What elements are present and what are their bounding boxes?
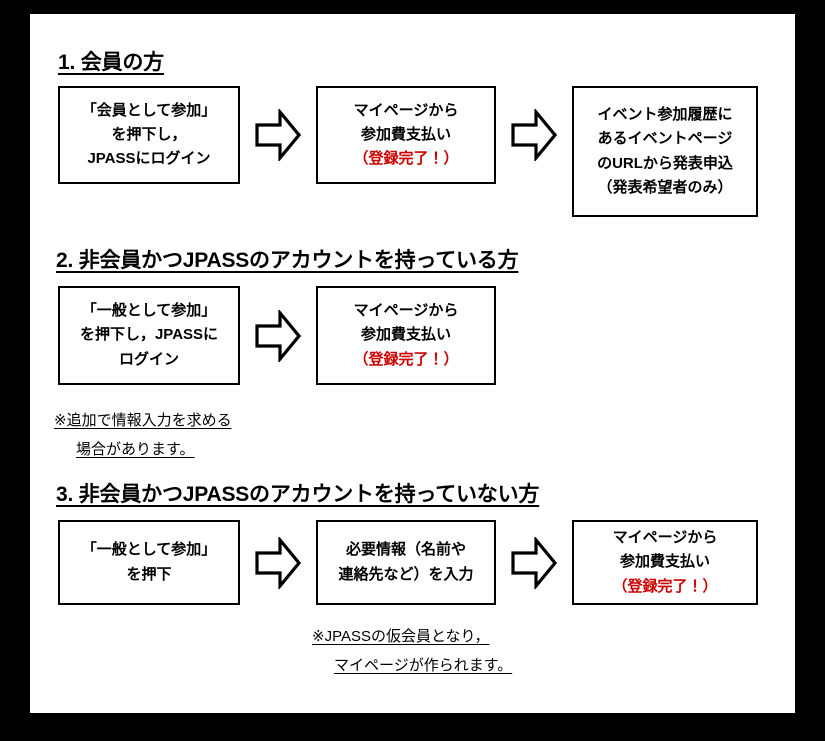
section-3-heading: 3. 非会員かつJPASSのアカウントを持っていない方 (56, 483, 540, 506)
step-line: 参加費支払い (360, 125, 451, 143)
step-line: マイページから (353, 302, 459, 320)
step-line: を押下し， (111, 125, 187, 143)
section-2-heading: 2. 非会員かつJPASSのアカウントを持っている方 (56, 249, 519, 272)
diagram-page: 1. 会員の方 「会員として参加」 を押下し， JPASSにログイン マイページ… (30, 14, 795, 713)
section-3-note: ※JPASSの仮会員となり， マイページが作られます。 (312, 622, 512, 681)
step-line: 必要情報（名前や (345, 541, 466, 559)
section-2-step-2-box[interactable]: マイページから 参加費支払い （登録完了！） (316, 286, 496, 385)
section-3-step-1-box[interactable]: 「一般として参加」 を押下 (58, 520, 240, 605)
step-line: JPASSにログイン (87, 150, 211, 168)
right-arrow-icon (496, 86, 572, 184)
note-line: ※JPASSの仮会員となり， (312, 628, 490, 645)
section-2-step-1-box[interactable]: 「一般として参加」 を押下し，JPASSに ログイン (58, 286, 240, 385)
section-1-heading: 1. 会員の方 (58, 51, 164, 74)
step-line: 「会員として参加」 (81, 101, 217, 119)
step-line-highlight: （登録完了！） (353, 350, 459, 368)
section-1-step-3-box[interactable]: イベント参加履歴に あるイベントページ のURLから発表申込 （発表希望者のみ） (572, 86, 758, 217)
section-3-step-3-box[interactable]: マイページから 参加費支払い （登録完了！） (572, 520, 758, 605)
right-arrow-icon (240, 286, 316, 385)
step-line-highlight: （登録完了！） (612, 577, 718, 595)
step-line: マイページから (612, 529, 718, 547)
step-line: イベント参加履歴に (597, 105, 733, 123)
step-line: を押下し，JPASSに (79, 326, 219, 344)
step-line: （発表希望者のみ） (597, 178, 733, 196)
step-line: を押下 (126, 565, 172, 583)
step-line: 「一般として参加」 (81, 302, 217, 320)
step-line: あるイベントページ (597, 130, 733, 148)
note-line: 場合があります。 (76, 441, 195, 459)
right-arrow-icon (240, 520, 316, 605)
step-line: 参加費支払い (619, 553, 710, 571)
section-1-flow-row: 「会員として参加」 を押下し， JPASSにログイン マイページから 参加費支払… (58, 86, 758, 217)
section-1-step-2-box[interactable]: マイページから 参加費支払い （登録完了！） (316, 86, 496, 184)
step-line: ログイン (118, 350, 179, 368)
section-1-step-1-box[interactable]: 「会員として参加」 を押下し， JPASSにログイン (58, 86, 240, 184)
note-line: マイページが作られます。 (334, 657, 513, 675)
section-2-flow-row: 「一般として参加」 を押下し，JPASSに ログイン マイページから 参加費支払… (58, 286, 496, 385)
step-line: 連絡先など）を入力 (338, 565, 474, 583)
right-arrow-icon (240, 86, 316, 184)
section-3-flow-row: 「一般として参加」 を押下 必要情報（名前や 連絡先など）を入力 マイページから… (58, 520, 758, 605)
step-line: 参加費支払い (360, 326, 451, 344)
step-line: マイページから (353, 101, 459, 119)
note-line: ※追加で情報入力を求める (54, 412, 232, 429)
section-3-step-2-box[interactable]: 必要情報（名前や 連絡先など）を入力 (316, 520, 496, 605)
section-2-note: ※追加で情報入力を求める 場合があります。 (54, 406, 232, 465)
step-line: 「一般として参加」 (81, 541, 217, 559)
step-line-highlight: （登録完了！） (353, 150, 459, 168)
step-line: のURLから発表申込 (597, 154, 733, 172)
right-arrow-icon (496, 520, 572, 605)
